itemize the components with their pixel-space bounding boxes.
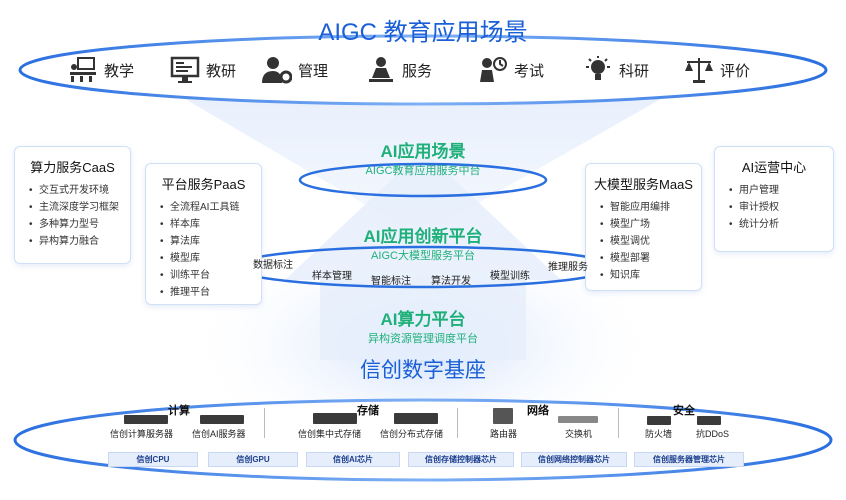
platform-subtitle: AIGC教育应用服务中台 [365,165,481,177]
card-item: 用户管理 [729,182,833,199]
router-icon [493,408,513,424]
scene-label: 管理 [298,62,329,80]
group-storage: 存储 [357,405,379,417]
scene-label: 教研 [206,62,237,80]
platform-innovation: AI应用创新平台 AIGC大模型服务平台 [0,222,846,263]
card-item: 智能应用编排 [600,199,701,216]
exam-icon [480,57,507,82]
scene-item-exam[interactable]: 考试 [478,56,544,84]
scene-item-service[interactable]: 服务 [366,56,432,84]
divider [618,408,619,438]
platform-scene: AI应用场景 AIGC教育应用服务中台 [0,137,846,178]
classroom-icon [70,57,96,82]
card-title: AI运营中心 [741,160,807,175]
platform-title: AI应用场景 [380,142,466,161]
card-item: 交互式开发环境 [29,182,130,199]
scale-icon [685,58,713,83]
scene-item-evaluation[interactable]: 评价 [684,56,750,84]
ring-label: 算法开发 [431,276,471,287]
chip-server-management: 信创服务器管理芯片 [634,452,744,467]
scene-item-research[interactable]: 教研 [170,56,236,84]
card-item: 算法库 [160,233,261,250]
base-title: 信创数字基座 [360,359,486,382]
scene-label: 服务 [402,62,433,80]
device-label: 路由器 [490,429,518,439]
scene-label: 评价 [720,62,751,80]
firewall-icon [647,416,671,425]
card-item: 样本库 [160,216,261,233]
card-ops: AI运营中心 用户管理 审计授权 统计分析 [714,146,834,252]
device-label: 抗DDoS [696,429,730,439]
platform-subtitle: AIGC大模型服务平台 [371,250,475,262]
card-item: 全流程AI工具链 [160,199,261,216]
card-item: 知识库 [600,267,701,284]
platform-subtitle: 异构资源管理调度平台 [368,333,478,345]
divider [264,408,265,438]
ring-label: 样本管理 [312,271,352,282]
scene-label: 教学 [104,62,135,80]
group-network: 网络 [527,405,549,417]
platform-compute: AI算力平台 异构资源管理调度平台 [0,305,846,346]
chip-storage-controller: 信创存储控制器芯片 [408,452,514,467]
device-label: 交换机 [565,429,593,439]
ring-label: 推理服务 [548,262,588,273]
page-title: AIGC 教育应用场景 [318,19,528,46]
scene-item-science[interactable]: 科研 [583,56,649,84]
card-item: 审计授权 [729,199,833,216]
switch-icon [558,416,598,423]
card-item: 推理平台 [160,284,261,301]
scene-label: 考试 [514,62,545,80]
scene-item-management[interactable]: 管理 [262,56,328,84]
card-item: 模型广场 [600,216,701,233]
device-label: 信创集中式存储 [298,429,362,439]
ring-label: 数据标注 [253,260,293,271]
server-icon [200,415,244,424]
card-item: 多种算力型号 [29,216,130,233]
card-item: 模型库 [160,250,261,267]
service-person-icon [369,57,393,82]
card-caas: 算力服务CaaS 交互式开发环境 主流深度学习框架 多种算力型号 异构算力融合 [14,146,131,264]
card-title: 算力服务CaaS [30,160,115,175]
platform-title: AI应用创新平台 [363,227,483,246]
platform-title: AI算力平台 [380,310,466,329]
group-security: 安全 [673,405,695,417]
chip-ai: 信创AI芯片 [306,452,400,467]
server-icon [124,415,168,424]
card-title: 平台服务PaaS [161,177,246,192]
chip-cpu: 信创CPU [108,452,198,467]
lightbulb-icon [586,56,610,80]
group-compute: 计算 [168,405,190,417]
chip-gpu: 信创GPU [208,452,298,467]
card-paas: 平台服务PaaS 全流程AI工具链 样本库 算法库 模型库 训练平台 推理平台 [145,163,262,305]
device-label: 信创AI服务器 [192,429,246,439]
card-item: 主流深度学习框架 [29,199,130,216]
device-label: 信创分布式存储 [380,429,444,439]
storage-icon [313,413,357,424]
monitor-icon [170,56,200,83]
divider [457,408,458,438]
device-label: 信创计算服务器 [110,429,174,439]
card-maas: 大模型服务MaaS 智能应用编排 模型广场 模型调优 模型部署 知识库 [585,163,702,291]
scene-item-teaching[interactable]: 教学 [68,56,134,84]
card-item: 异构算力融合 [29,233,130,250]
card-item: 训练平台 [160,267,261,284]
card-item: 统计分析 [729,216,833,233]
card-item: 模型部署 [600,250,701,267]
storage-icon [394,413,438,424]
chip-network-controller: 信创网络控制器芯片 [521,452,627,467]
ring-label: 模型训练 [490,271,530,282]
card-item: 模型调优 [600,233,701,250]
ddos-icon [697,416,721,425]
card-title: 大模型服务MaaS [594,177,693,192]
ring-label: 智能标注 [371,276,411,287]
device-label: 防火墙 [645,429,673,439]
scene-label: 科研 [619,62,650,80]
manager-gear-icon [262,57,292,84]
